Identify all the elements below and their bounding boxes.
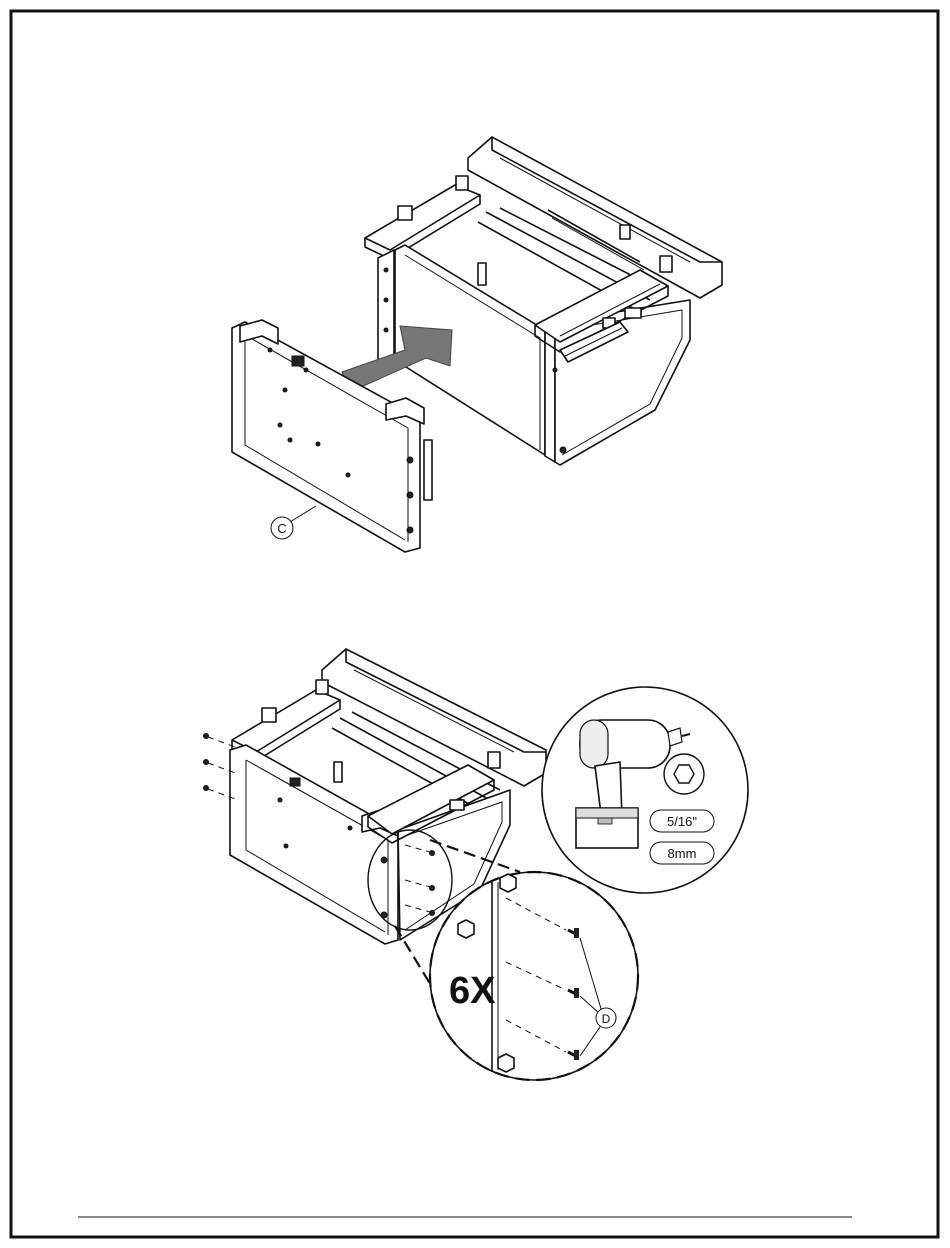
side-panel-installed	[230, 745, 398, 944]
hex-nut-3	[498, 1054, 514, 1072]
quantity-label: 6X	[449, 970, 496, 1012]
callout-c-label: C	[277, 521, 286, 536]
hex-nut-1	[500, 874, 516, 892]
rear-top-rail-2	[322, 649, 546, 786]
rear-top-rail	[468, 137, 722, 298]
size-metric-badge: 8mm	[650, 842, 714, 864]
callout-c: C	[271, 517, 293, 539]
hex-nut-2	[458, 920, 474, 938]
hex-socket-icon	[664, 754, 704, 794]
callout-d: D	[596, 1008, 616, 1028]
size-imperial-label: 5/16"	[667, 814, 697, 829]
left-top-rail	[365, 176, 480, 259]
callout-d-label: D	[602, 1012, 611, 1026]
step-bottom-diagram: 6X D	[204, 649, 749, 1080]
callout-c-leader	[290, 506, 316, 522]
size-metric-label: 8mm	[668, 846, 697, 861]
step-top-diagram: C	[232, 137, 722, 552]
magnified-detail: 6X D	[430, 872, 638, 1080]
tool-callout: 5/16" 8mm	[542, 687, 748, 893]
left-post	[378, 250, 394, 372]
size-imperial-badge: 5/16"	[650, 810, 714, 832]
